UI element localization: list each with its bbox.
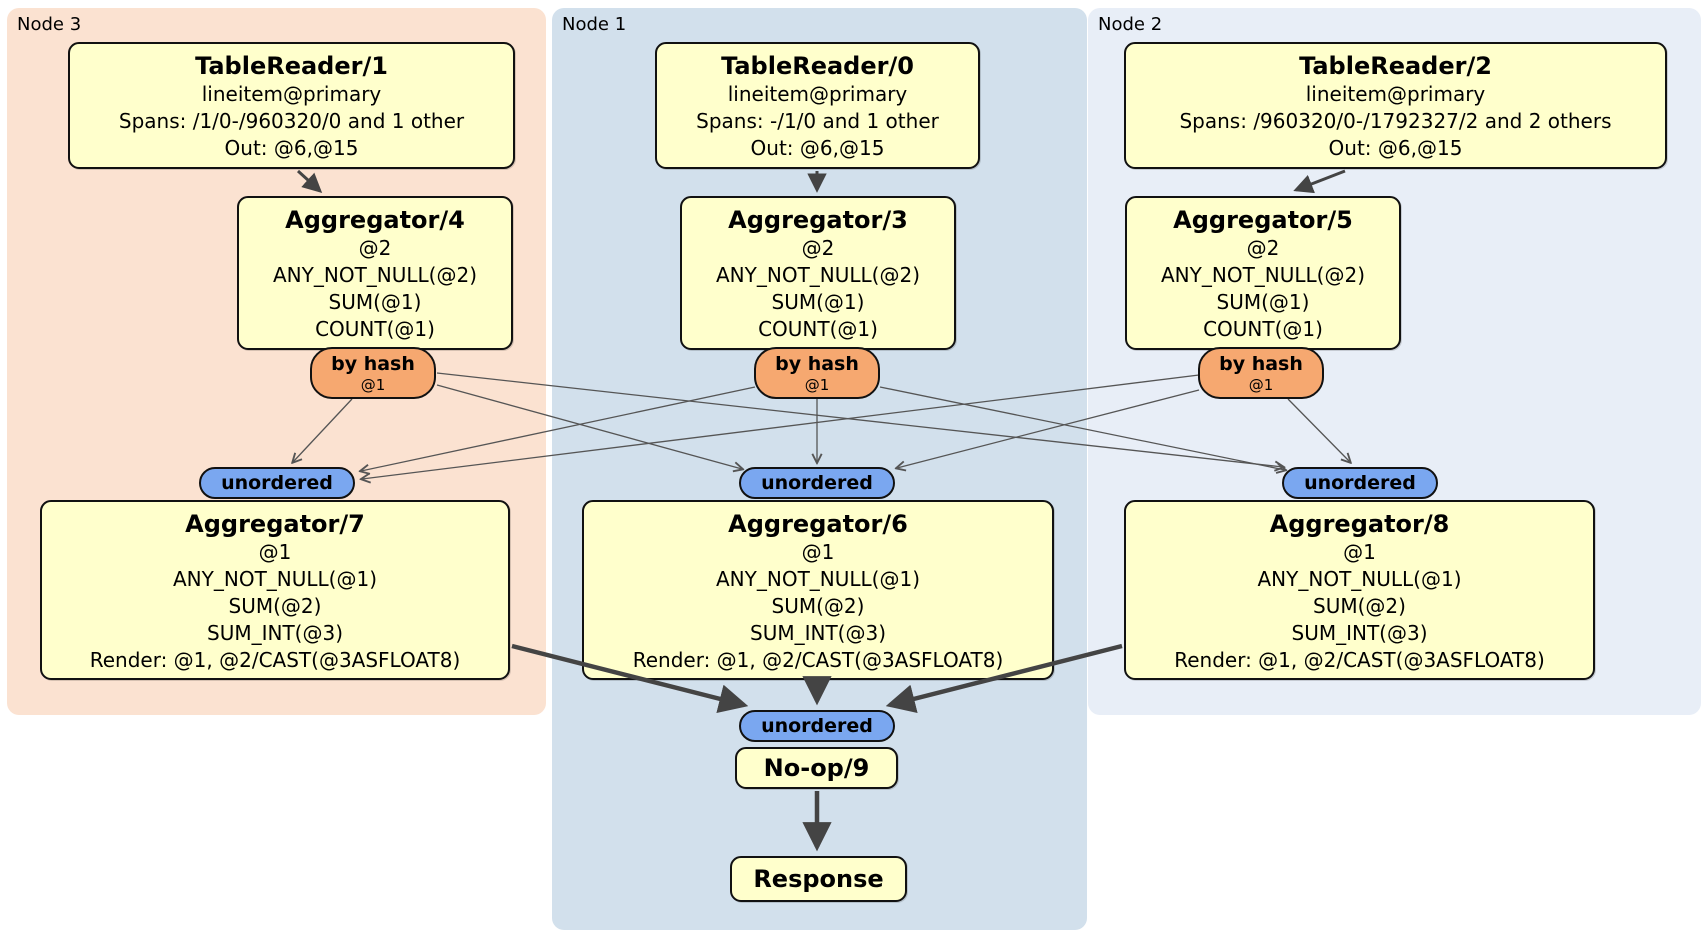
processor-detail: ANY_NOT_NULL(@1) — [716, 567, 920, 591]
processor-title: TableReader/1 — [195, 52, 388, 80]
processor-detail: Render: @1, @2/CAST(@3ASFLOAT8) — [632, 648, 1004, 672]
processor-detail: SUM(@2) — [771, 594, 865, 618]
processor-tablereader-2: TableReader/2 lineitem@primary Spans: /9… — [1124, 42, 1667, 169]
node-group-1-label: Node 1 — [562, 14, 627, 35]
processor-title: Aggregator/6 — [728, 510, 908, 538]
processor-tablereader-1: TableReader/1 lineitem@primary Spans: /1… — [68, 42, 515, 169]
processor-detail: ANY_NOT_NULL(@2) — [1161, 263, 1365, 287]
processor-tablereader-0: TableReader/0 lineitem@primary Spans: -/… — [655, 42, 980, 169]
processor-detail: @2 — [358, 236, 392, 260]
processor-aggregator-4: Aggregator/4 @2 ANY_NOT_NULL(@2) SUM(@1)… — [237, 196, 513, 350]
processor-detail: Render: @1, @2/CAST(@3ASFLOAT8) — [1174, 648, 1545, 672]
processor-detail: ANY_NOT_NULL(@1) — [173, 567, 377, 591]
processor-detail: SUM(@1) — [328, 290, 422, 314]
processor-detail: COUNT(@1) — [1203, 317, 1323, 341]
processor-detail: SUM(@2) — [228, 594, 322, 618]
processor-detail: COUNT(@1) — [758, 317, 878, 341]
node-group-2-label: Node 2 — [1098, 14, 1163, 35]
router-label: by hash — [331, 353, 415, 375]
processor-detail: Out: @6,@15 — [750, 136, 885, 160]
sync-unordered-9: unordered — [739, 710, 895, 742]
processor-noop-9: No-op/9 — [735, 747, 898, 789]
router-key: @1 — [1248, 376, 1274, 394]
processor-detail: @2 — [1246, 236, 1280, 260]
router-key: @1 — [360, 376, 386, 394]
processor-title: Aggregator/5 — [1173, 206, 1353, 234]
processor-title: Aggregator/4 — [285, 206, 465, 234]
processor-detail: SUM(@1) — [1216, 290, 1310, 314]
router-label: by hash — [1219, 353, 1303, 375]
processor-detail: @1 — [1343, 540, 1376, 564]
processor-detail: ANY_NOT_NULL(@2) — [273, 263, 477, 287]
router-by-hash-5: by hash @1 — [1198, 347, 1324, 399]
processor-detail: @2 — [801, 236, 835, 260]
node-group-3-label: Node 3 — [17, 14, 82, 35]
processor-title: Aggregator/3 — [728, 206, 908, 234]
processor-detail: Out: @6,@15 — [1328, 136, 1463, 160]
processor-detail: SUM(@2) — [1313, 594, 1406, 618]
router-by-hash-3: by hash @1 — [754, 347, 880, 399]
processor-detail: SUM(@1) — [771, 290, 865, 314]
processor-detail: Spans: /1/0-/960320/0 and 1 other — [118, 109, 465, 133]
processor-title: Aggregator/8 — [1269, 510, 1450, 538]
processor-detail: lineitem@primary — [1305, 82, 1486, 106]
processor-detail: lineitem@primary — [727, 82, 908, 106]
processor-title: Aggregator/7 — [185, 510, 365, 538]
processor-detail: COUNT(@1) — [315, 317, 435, 341]
processor-title: TableReader/0 — [721, 52, 914, 80]
processor-response: Response — [730, 856, 907, 902]
sync-unordered-7: unordered — [199, 467, 355, 499]
sync-unordered-8: unordered — [1282, 467, 1438, 499]
processor-title: TableReader/2 — [1299, 52, 1492, 80]
router-key: @1 — [804, 376, 830, 394]
sync-unordered-6: unordered — [739, 467, 895, 499]
router-by-hash-4: by hash @1 — [310, 347, 436, 399]
processor-detail: lineitem@primary — [201, 82, 382, 106]
processor-aggregator-6: Aggregator/6 @1 ANY_NOT_NULL(@1) SUM(@2)… — [582, 500, 1054, 680]
processor-title: No-op/9 — [763, 754, 870, 782]
processor-detail: ANY_NOT_NULL(@1) — [1257, 567, 1462, 591]
processor-detail: Out: @6,@15 — [224, 136, 359, 160]
processor-detail: SUM_INT(@3) — [750, 621, 886, 645]
processor-detail: ANY_NOT_NULL(@2) — [716, 263, 920, 287]
processor-title: Response — [753, 865, 884, 893]
processor-detail: SUM_INT(@3) — [1291, 621, 1428, 645]
processor-detail: @1 — [258, 540, 292, 564]
processor-aggregator-7: Aggregator/7 @1 ANY_NOT_NULL(@1) SUM(@2)… — [40, 500, 510, 680]
processor-aggregator-3: Aggregator/3 @2 ANY_NOT_NULL(@2) SUM(@1)… — [680, 196, 956, 350]
processor-aggregator-8: Aggregator/8 @1 ANY_NOT_NULL(@1) SUM(@2)… — [1124, 500, 1595, 680]
processor-detail: Render: @1, @2/CAST(@3ASFLOAT8) — [89, 648, 461, 672]
processor-detail: Spans: /960320/0-/1792327/2 and 2 others — [1179, 109, 1612, 133]
router-label: by hash — [775, 353, 859, 375]
processor-detail: SUM_INT(@3) — [207, 621, 343, 645]
processor-detail: Spans: -/1/0 and 1 other — [696, 109, 939, 133]
processor-detail: @1 — [801, 540, 835, 564]
processor-aggregator-5: Aggregator/5 @2 ANY_NOT_NULL(@2) SUM(@1)… — [1125, 196, 1401, 350]
